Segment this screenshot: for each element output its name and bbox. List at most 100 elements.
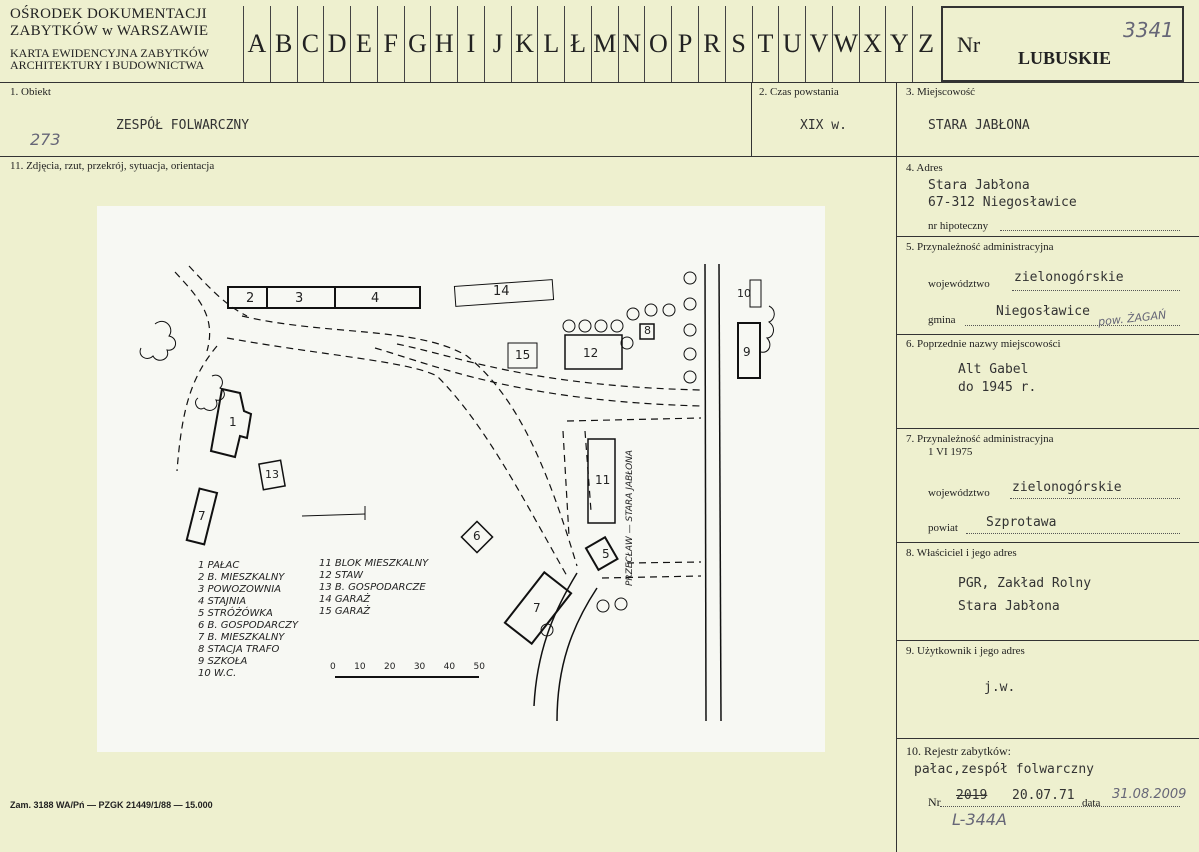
plan-number: 15 <box>515 348 531 362</box>
legend-item: 6 B. GOSPODARCZY <box>198 620 299 631</box>
index-letter: F <box>376 6 404 82</box>
index-letter: C <box>296 6 324 82</box>
miejscowosc-value: STARA JABŁONA <box>928 118 1030 133</box>
index-letter: Ł <box>564 6 591 82</box>
building-8 <box>639 323 655 340</box>
building-1 <box>209 387 253 459</box>
region-label: LUBUSKIE <box>1018 48 1112 68</box>
index-letter: K <box>510 6 538 82</box>
index-letter: A <box>243 6 270 82</box>
site-plan-drawing <box>139 263 775 722</box>
legend-item: 3 POWOZOWNIA <box>198 584 282 595</box>
index-letter: S <box>724 6 752 82</box>
number-box: Nr LUBUSKIE 3341 <box>941 6 1184 82</box>
plan-number: 11 <box>595 473 611 487</box>
index-letter: O <box>644 6 671 82</box>
building-2-3-4 <box>227 286 421 309</box>
scale-tick: 20 <box>383 662 396 672</box>
building-9 <box>737 322 761 379</box>
divider <box>896 738 1199 739</box>
legend-item: 9 SZKOŁA <box>198 656 248 667</box>
legend-item: 15 GARAŻ <box>319 606 371 617</box>
woj5-line <box>1012 290 1180 291</box>
institution-name: OŚRODEK DOKUMENTACJI ZABYTKÓW w WARSZAWI… <box>10 6 208 40</box>
institution-line1: OŚRODEK DOKUMENTACJI <box>10 6 207 22</box>
plan-number: 4 <box>371 291 380 306</box>
plan-number: 9 <box>743 345 751 359</box>
adres-line2: 67-312 Niegosławice <box>928 195 1077 210</box>
rejestr-date: 20.07.71 <box>1012 788 1075 803</box>
poprzednie-line1: Alt Gabel <box>958 362 1029 377</box>
divider <box>896 236 1199 237</box>
rejestr-hand-date: 31.08.2009 <box>1112 787 1187 802</box>
woj5-label: województwo <box>928 278 990 290</box>
index-letter: G <box>403 6 431 82</box>
divider <box>896 82 897 852</box>
miejscowosc-label: 3. Miejscowość <box>906 86 976 98</box>
index-letter: I <box>457 6 484 82</box>
legend-item: 14 GARAŻ <box>319 594 371 605</box>
index-letter: Z <box>912 6 939 82</box>
scale-tick: 30 <box>413 662 426 672</box>
nr-label: Nr <box>957 32 981 57</box>
index-letter: X <box>858 6 886 82</box>
margin-note: 273 <box>30 130 61 149</box>
adres-line1: Stara Jabłona <box>928 178 1030 193</box>
plan-number: 5 <box>602 547 610 561</box>
legend-item: 7 B. MIESZKALNY <box>198 632 285 643</box>
gmina-value: Niegosławice <box>996 304 1090 319</box>
index-letter: R <box>698 6 725 82</box>
plan-number: 3 <box>295 291 304 306</box>
index-letter: P <box>671 6 698 82</box>
legend-item: 10 W.C. <box>198 668 237 679</box>
scale-tick: 10 <box>354 662 366 672</box>
legend-item: 12 STAW <box>319 570 363 581</box>
plan-number: 13 <box>265 468 279 481</box>
woj7-value: zielonogórskie <box>1012 480 1122 495</box>
building-11 <box>587 438 616 524</box>
site-plan: 2 3 4 14 1 13 7 15 12 8 10 9 11 6 5 7 PR… <box>97 206 825 752</box>
card-title-line1: KARTA EWIDENCYJNA ZABYTKÓW <box>10 46 209 60</box>
wlasciciel-label: 8. Właściciel i jego adres <box>906 547 1017 559</box>
uzytkownik-label: 9. Użytkownik i jego adres <box>906 645 1025 657</box>
divider <box>896 640 1199 641</box>
section11-label: 11. Zdjęcia, rzut, przekrój, sytuacja, o… <box>10 160 215 172</box>
scale-tick: 40 <box>443 662 456 672</box>
rejestr-nr-value: 2019 <box>956 788 988 803</box>
index-letter: U <box>778 6 805 82</box>
building-15 <box>507 342 538 369</box>
card-title-line2: ARCHITEKTURY I BUDOWNICTWA <box>10 58 205 72</box>
plan-number: 6 <box>473 529 481 543</box>
building-13 <box>453 279 555 307</box>
rejestr-line <box>940 806 1180 807</box>
admin7-date: 1 VI 1975 <box>928 446 973 458</box>
index-letter: L <box>537 6 564 82</box>
index-letter: M <box>590 6 618 82</box>
plan-number: 8 <box>644 324 651 337</box>
plan-number: 1 <box>229 415 237 429</box>
index-letter: D <box>323 6 350 82</box>
building-7b <box>503 570 573 646</box>
obiekt-value: ZESPÓŁ FOLWARCZNY <box>116 118 250 133</box>
hipoteczny-label: nr hipoteczny <box>928 220 989 232</box>
divider <box>896 428 1199 429</box>
rejestr-value: pałac,zespół folwarczny <box>914 762 1095 777</box>
road-label: PRZECŁAW — STARA JABŁONA <box>625 449 635 586</box>
wlasciciel-line2: Stara Jabłona <box>958 599 1060 614</box>
pond-12 <box>564 334 623 370</box>
legend-item: 13 B. GOSPODARCZE <box>319 582 426 593</box>
divider <box>896 542 1199 543</box>
index-letter: Y <box>885 6 912 82</box>
gmina-line <box>965 325 1180 326</box>
index-letter: T <box>751 6 779 82</box>
index-letter: B <box>269 6 297 82</box>
hand-registration: L-344A <box>952 810 1007 829</box>
plan-number: 2 <box>246 291 255 306</box>
divider <box>0 156 1199 157</box>
print-info: Zam. 3188 WA/Pń — PZGK 21449/1/88 — 15.0… <box>10 800 213 810</box>
divider <box>0 82 1199 83</box>
